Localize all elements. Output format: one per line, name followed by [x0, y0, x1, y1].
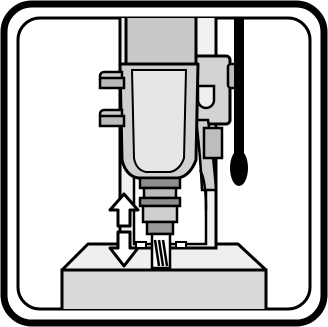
- drill-bit-icon: [152, 234, 170, 268]
- spindle-chuck-icon: [140, 178, 180, 234]
- drill-housing: [120, 16, 198, 178]
